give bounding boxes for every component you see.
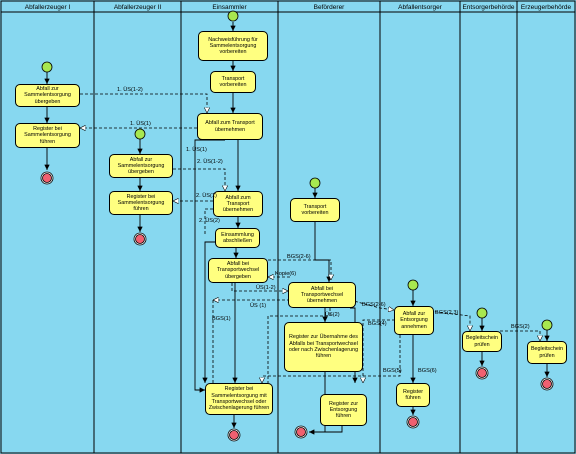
lane-header-abfallerzeuger-2: Abfallerzeuger II — [114, 4, 162, 11]
flow-label-1-us-1-b: 1. ÜS(1) — [186, 146, 207, 153]
start-node-ae2 — [134, 128, 146, 140]
end-node-erzeugerbehoerde — [540, 377, 554, 391]
start-node-ae1 — [41, 61, 53, 73]
activity-ae2-register[interactable]: Register bei Sammelentsorgung führen — [109, 191, 173, 215]
flow-label-2-us-2: 2. ÜS(2) — [199, 217, 220, 224]
lane-header-abfallentsorger: Abfallentsorger — [398, 4, 443, 11]
flow-label-bgs-2-6: BGS(2-6) — [287, 254, 311, 260]
flow-label-bgs-1: BGS(1) — [212, 316, 231, 322]
flow-labels: 1. ÜS(1-2) 1. ÜS(1) 1. ÜS(1) 2. ÜS(1-2) … — [117, 86, 530, 374]
control-flows — [44, 22, 550, 435]
activity-ao-register[interactable]: Register führen — [396, 383, 430, 407]
flow-label-us-1-2-c: ÜS(1-2) — [256, 284, 276, 291]
activity-es-uebernehmen-2[interactable]: Abfall zum Transport übernehmen — [213, 191, 263, 217]
object-flows — [80, 93, 540, 383]
activity-ae1-uebergeben[interactable]: Abfall zur Sammelentsorgung übergeben — [15, 84, 80, 107]
end-node-einsammler — [227, 428, 241, 442]
activity-bf-transport[interactable]: Transport vorbereiten — [290, 198, 340, 222]
start-node-abfallentsorger — [407, 279, 419, 291]
end-node-ae2 — [133, 232, 147, 246]
lane-header-einsammler: Einsammler — [212, 4, 247, 11]
flow-label-1-us-1-2: 1. ÜS(1-2) — [117, 86, 143, 93]
lane-header-befoerderer: Beförderer — [314, 4, 346, 11]
activity-es-abschliessen[interactable]: Einsammlung abschließen — [215, 228, 260, 248]
start-node-entsorgerbehoerde — [476, 307, 488, 319]
end-node-abfallentsorger — [406, 415, 420, 429]
end-node-befoerderer — [294, 425, 308, 439]
flow-label-bgs-4: BGS(4) — [368, 321, 387, 327]
activity-ae1-register[interactable]: Register bei Sammelentsorgung führen — [15, 123, 80, 148]
start-node-erzeugerbehoerde — [541, 319, 553, 331]
activity-bf-register-entsorgung[interactable]: Register zur Entsorgung führen — [320, 394, 367, 426]
flow-label-2-us-1-2: 2. ÜS(1-2) — [197, 158, 223, 165]
lane-headers: Abfallerzeuger I Abfallerzeuger II Einsa… — [25, 4, 572, 11]
lane-header-entsorgerbehoerde: Entsorgerbehörde — [462, 4, 514, 11]
activity-es-register[interactable]: Register bei Sammelentsorgung mit Transp… — [205, 383, 273, 415]
activity-es-uebernehmen-1[interactable]: Abfall zum Transport übernehmen — [197, 113, 263, 140]
end-node-entsorgerbehoerde — [475, 366, 489, 380]
lane-header-abfallerzeuger-1: Abfallerzeuger I — [25, 4, 71, 11]
flow-label-bgs-5: BGS(5) — [383, 368, 402, 374]
activity-bf-uebernehmen[interactable]: Abfall bei Transportwechsel übernehmen — [288, 282, 356, 308]
flow-label-bgs-2-6-b: BGS(2-6) — [362, 302, 386, 308]
flow-label-bgs-2: BGS(2) — [511, 324, 530, 330]
activity-es-nachweis[interactable]: Nachweisführung für Sammelentsorgung vor… — [198, 31, 268, 61]
flow-label-1-us-1-a: 1. ÜS(1) — [130, 120, 151, 127]
flow-label-bgs-2-3: BGS(2,3) — [435, 310, 458, 316]
activity-ao-entsorgung[interactable]: Abfall zur Entsorgung annehmen — [394, 306, 434, 335]
activity-bf-register[interactable]: Register zur Übernahme des Abfalls bei T… — [284, 322, 363, 372]
activities: Abfall zur Sammelentsorgung übergeben Re… — [15, 31, 567, 426]
flow-label-2-us-1: 2. ÜS(1) — [196, 192, 217, 199]
flow-label-us-2-b: ÜS(2) — [325, 311, 340, 318]
flow-label-bgs-6: BGS(6) — [418, 368, 437, 374]
activity-zb-pruefen[interactable]: Begleitschein prüfen — [527, 341, 567, 364]
activity-es-transportwechsel[interactable]: Abfall bei Transportwechsel übergeben — [208, 258, 268, 283]
activity-eb-pruefen[interactable]: Begleitschein prüfen — [462, 331, 502, 352]
activity-ae2-uebergeben[interactable]: Abfall zur Sammelentsorgung übergeben — [109, 154, 173, 178]
end-node-ae1 — [40, 171, 54, 185]
lane-header-erzeugerbehoerde: Erzeugerbehörde — [521, 4, 572, 11]
nodes — [40, 10, 554, 442]
activity-es-transport[interactable]: Transport vorbereiten — [210, 71, 256, 93]
start-node-einsammler — [227, 10, 239, 22]
flow-label-kopie-6: Kopie(6) — [275, 271, 296, 277]
flow-label-us-1-c: ÜS (1) — [250, 302, 266, 309]
start-node-befoerderer — [309, 177, 321, 189]
